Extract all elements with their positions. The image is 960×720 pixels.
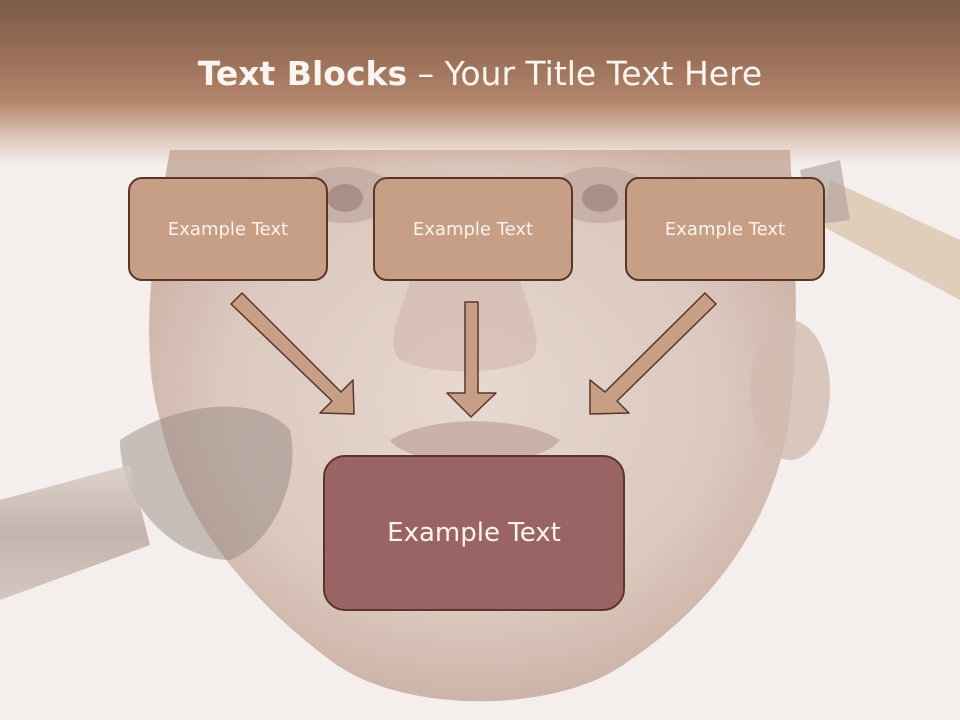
slide-title: Text Blocks – Your Title Text Here	[0, 54, 960, 93]
text-block-left-label: Example Text	[167, 218, 289, 240]
text-block-right-label: Example Text	[664, 218, 786, 240]
text-block-left: Example Text	[128, 177, 328, 281]
arrow-left	[230, 292, 355, 415]
text-block-bottom-label: Example Text	[387, 518, 561, 548]
title-dash: –	[407, 54, 445, 93]
text-block-center-label: Example Text	[412, 218, 534, 240]
arrow-right	[589, 292, 717, 415]
title-rest: Your Title Text Here	[444, 54, 763, 93]
header-band	[0, 0, 960, 165]
arrow-center	[446, 301, 497, 418]
text-block-right: Example Text	[625, 177, 825, 281]
text-block-center: Example Text	[373, 177, 573, 281]
title-bold: Text Blocks	[197, 54, 408, 93]
text-block-bottom: Example Text	[323, 455, 625, 611]
